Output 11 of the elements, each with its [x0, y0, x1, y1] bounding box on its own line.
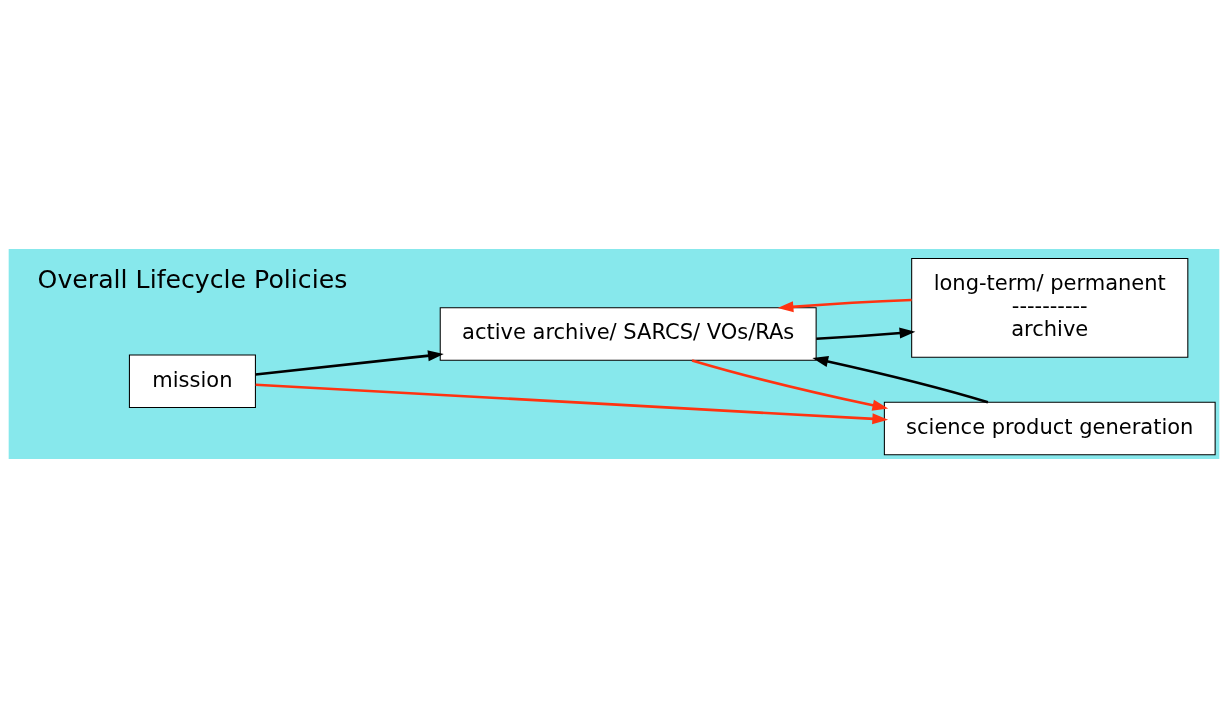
node-box: mission — [128, 354, 256, 408]
arrow — [777, 298, 912, 312]
arrow — [255, 349, 444, 376]
node-box: active archive/ SARCS/ VOs/RAs — [439, 306, 817, 361]
arrow — [816, 327, 916, 340]
arrow — [691, 358, 889, 411]
label: Overall Lifecycle Policies — [37, 264, 348, 294]
node-box: long-term/ permanent ---------- archive — [911, 257, 1189, 358]
arrow — [812, 355, 989, 403]
arrow — [255, 382, 889, 424]
node-box: science product generation — [883, 401, 1216, 455]
